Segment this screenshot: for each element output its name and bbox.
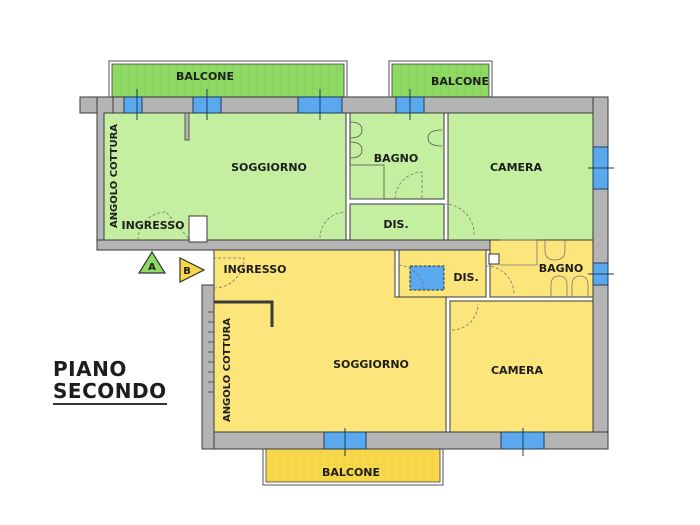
label-a-camera: CAMERA <box>490 161 543 174</box>
svg-text:B: B <box>183 266 191 277</box>
label-a-bagno: BAGNO <box>374 152 418 165</box>
label-b-angolo-cottura: ANGOLO COTTURA <box>222 318 233 422</box>
balcony-a-left <box>108 60 348 100</box>
label-a-balcone-2: BALCONE <box>431 75 489 88</box>
floor-title: PIANO SECONDO <box>53 358 167 405</box>
label-b-dis: DIS. <box>453 271 478 284</box>
entry-marker-a: A <box>137 250 167 274</box>
label-a-angolo-cottura: ANGOLO COTTURA <box>109 124 120 228</box>
label-a-ingresso: INGRESSO <box>121 219 184 232</box>
label-a-balcone-1: BALCONE <box>176 70 234 83</box>
label-a-soggiorno: SOGGIORNO <box>231 161 307 174</box>
balcony-b <box>262 446 444 486</box>
label-b-camera: CAMERA <box>491 364 544 377</box>
balcony-a-right <box>388 60 493 100</box>
label-b-soggiorno: SOGGIORNO <box>333 358 409 371</box>
label-a-dis: DIS. <box>383 218 408 231</box>
svg-text:A: A <box>148 262 156 273</box>
label-b-bagno: BAGNO <box>539 262 583 275</box>
label-b-balcone: BALCONE <box>322 466 380 479</box>
unit-b <box>208 239 594 433</box>
unit-a <box>103 112 594 243</box>
floor-title-line1: PIANO <box>53 357 127 381</box>
entry-marker-b: B <box>179 257 206 283</box>
label-b-ingresso: INGRESSO <box>223 263 286 276</box>
floor-title-line2: SECONDO <box>53 379 167 403</box>
